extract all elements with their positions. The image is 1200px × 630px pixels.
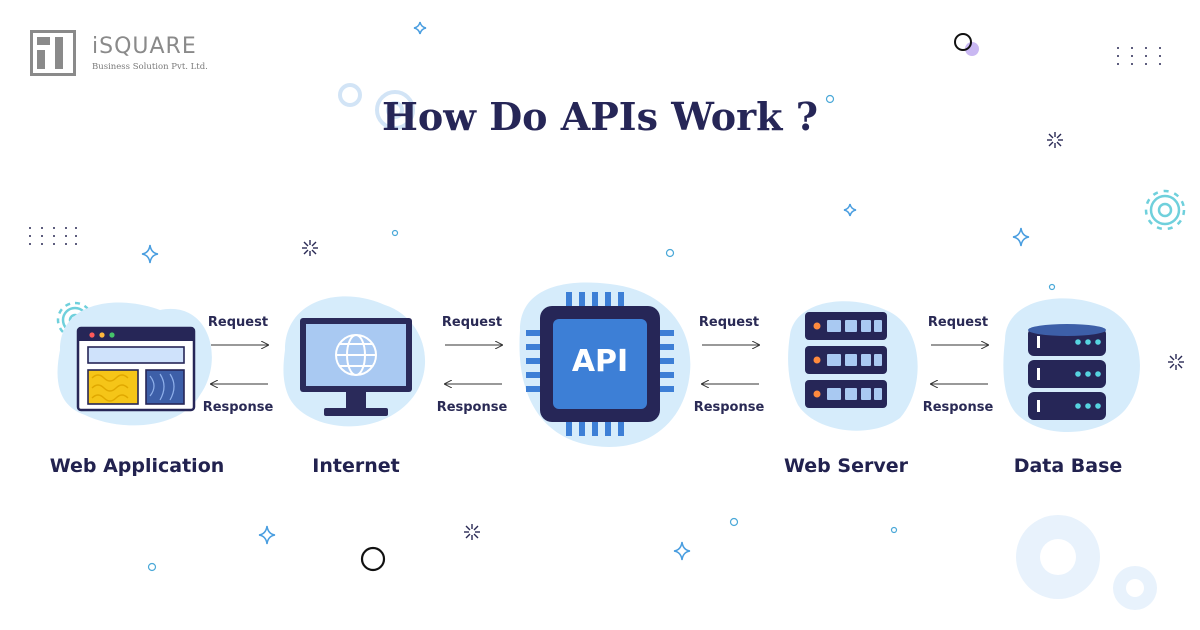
node-label-web-server: Web Server [784, 455, 908, 477]
burst-icon [302, 132, 1184, 540]
request-label: Request [207, 315, 269, 330]
logo-mark-icon [30, 30, 76, 76]
ring-decoration [147, 33, 1056, 572]
request-label: Request [441, 315, 503, 330]
web-server-icon [788, 301, 918, 431]
dot-grid-decoration [29, 47, 1161, 245]
logo-name: iSQUARE [92, 34, 197, 59]
response-label: Response [436, 400, 508, 415]
sparkle-icon [141, 21, 1030, 561]
web-application-icon [57, 302, 212, 426]
gear-icon [338, 83, 415, 130]
logo-tagline: Business Solution Pvt. Ltd. [92, 62, 208, 72]
response-label: Response [202, 400, 274, 415]
node-label-web-application: Web Application [49, 455, 225, 477]
response-label: Response [922, 400, 994, 415]
response-label: Response [693, 400, 765, 415]
page-title: How Do APIs Work ? [382, 94, 818, 139]
internet-monitor-icon [283, 296, 426, 427]
globe-icon [335, 334, 377, 376]
request-label: Request [698, 315, 760, 330]
node-label-internet: Internet [312, 455, 400, 477]
api-chip-icon [519, 282, 691, 447]
database-icon [1003, 298, 1140, 433]
api-chip-label: API [571, 344, 629, 379]
node-label-data-base: Data Base [1013, 455, 1123, 477]
gear-icon [1144, 189, 1186, 231]
request-label: Request [927, 315, 989, 330]
